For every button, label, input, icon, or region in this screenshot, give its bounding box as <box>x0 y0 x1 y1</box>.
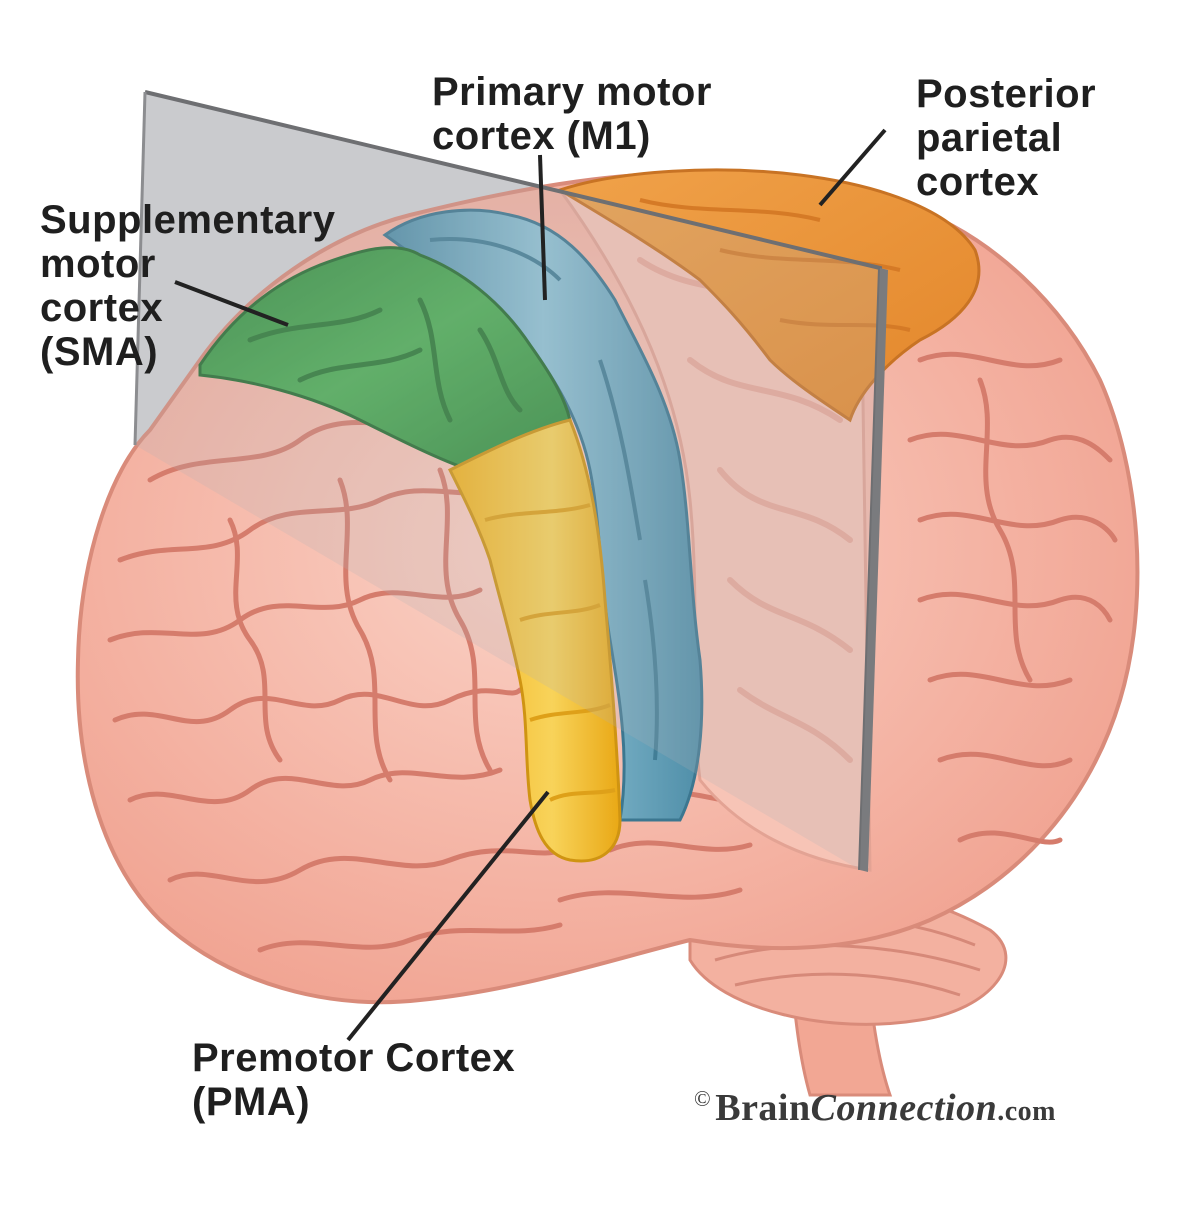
credit-brand-italic: Connection <box>810 1087 998 1129</box>
motor-strip-folds <box>429 237 659 761</box>
section-plane-thickness <box>860 268 888 872</box>
credit-brand: Brain <box>715 1087 811 1129</box>
label-line: Primary motor <box>432 70 712 114</box>
leader-line-sma <box>174 280 289 327</box>
cut-surface-folds <box>637 257 853 763</box>
frontal-gyri <box>107 417 563 953</box>
watermark-credit: ©BrainConnection.com <box>694 1086 1056 1130</box>
label-premotor-cortex: Premotor Cortex (PMA) <box>192 1036 515 1124</box>
label-line: (SMA) <box>40 330 159 374</box>
label-supplementary-motor-cortex: Supplementary motor cortex (SMA) <box>40 198 335 374</box>
label-line: (PMA) <box>192 1080 311 1124</box>
label-line: Supplementary <box>40 198 336 242</box>
label-line: Posterior <box>916 72 1097 116</box>
label-posterior-parietal-cortex: Posterior parietal cortex <box>916 72 1096 204</box>
posterior-parietal-region <box>556 168 981 423</box>
copyright-symbol: © <box>694 1086 712 1111</box>
label-line: cortex (M1) <box>432 114 651 158</box>
label-line: motor <box>40 242 156 286</box>
sma-folds <box>247 297 523 423</box>
pma-folds <box>484 503 616 802</box>
leader-line-pma <box>346 790 550 1042</box>
section-plane-left-edge <box>133 91 147 446</box>
primary-motor-region <box>382 208 704 822</box>
label-line: Premotor Cortex <box>192 1036 516 1080</box>
label-line: cortex <box>916 160 1040 204</box>
section-plane-front <box>135 92 880 870</box>
label-primary-motor-cortex: Primary motor cortex (M1) <box>432 70 712 158</box>
premotor-region <box>447 418 622 863</box>
label-line: cortex <box>40 286 164 330</box>
label-line: parietal <box>916 116 1063 160</box>
credit-tld: .com <box>997 1096 1056 1127</box>
leader-line-ppc <box>818 128 887 207</box>
parietal-gyri <box>907 351 1118 845</box>
leader-line-m1 <box>538 154 547 301</box>
